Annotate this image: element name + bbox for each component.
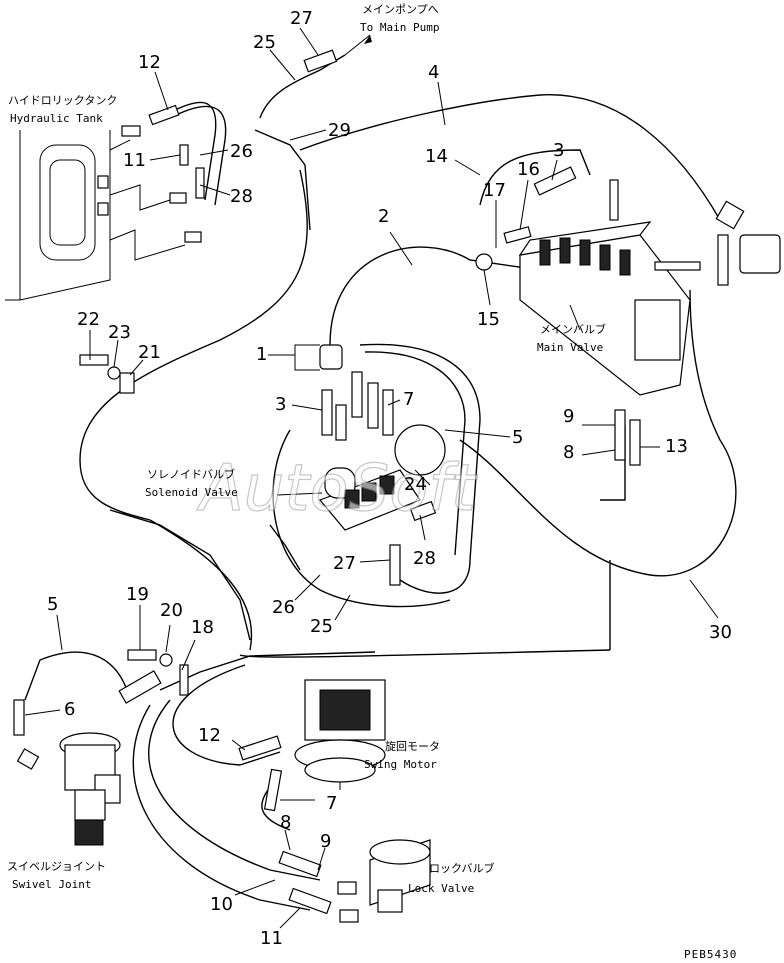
callout-6: 6 [64,699,75,720]
callout-16: 16 [517,159,540,180]
callout-25-top: 25 [253,32,276,53]
callout-11-bottom: 11 [260,928,283,949]
callout-26-mid: 26 [272,597,295,618]
solenoid-valve-en: Solenoid Valve [145,486,238,499]
callout-9-bottom: 9 [320,831,331,852]
lock-valve-ja: ロックバルブ [429,861,494,875]
callout-11-top: 11 [123,150,146,171]
callout-5-mid: 5 [512,427,523,448]
drawing-code: PEB5430 [684,948,737,961]
solenoid-valve [318,424,446,531]
main-valve-en: Main Valve [537,341,603,354]
callout-3-top: 3 [553,140,564,161]
hydraulic-tank-ja: ハイドロリックタンク [8,94,117,107]
callout-7-bottom: 7 [326,793,337,814]
swing-motor-en: Swing Motor [364,758,437,771]
callout-10: 10 [210,894,233,915]
callout-27-top: 27 [290,8,313,29]
main-valve [518,200,781,396]
leader-lines [24,27,719,929]
callout-8-right: 8 [563,442,574,463]
hydraulic-tank-en: Hydraulic Tank [10,112,103,125]
lock-valve-en: Lock Valve [408,882,474,895]
callout-7-mid: 7 [403,389,414,410]
hose-lines [24,54,737,911]
callout-13: 13 [665,436,688,457]
callout-24: 24 [404,474,427,495]
swivel-joint-ja: スイベルジョイント [7,860,106,873]
callout-30: 30 [709,622,732,643]
callout-19: 19 [126,584,149,605]
swing-motor [294,679,386,790]
hydraulic-tank [5,125,202,301]
spiral-guards [109,129,376,691]
callout-28-top: 28 [230,186,253,207]
callout-15: 15 [477,309,500,330]
pump-direction-arrow [344,34,372,56]
callout-18: 18 [191,617,214,638]
callout-3-mid: 3 [275,394,286,415]
callout-14: 14 [425,146,448,167]
callout-21: 21 [138,342,161,363]
callout-9-right: 9 [563,406,574,427]
swivel-joint [16,732,121,846]
fittings [13,49,729,915]
callout-28-mid: 28 [413,548,436,569]
callout-numbers: 27 25 12 4 29 14 3 16 17 11 26 28 2 15 2… [47,8,732,949]
callout-12-bottom: 12 [198,725,221,746]
callout-27-mid: 27 [333,553,356,574]
callout-20: 20 [160,600,183,621]
callout-8-bottom: 8 [280,812,291,833]
watermark: AutoSoft [196,452,479,526]
callout-5-left: 5 [47,594,58,615]
solenoid-valve-ja: ソレノイドバルブ [147,467,235,481]
callout-26-top: 26 [230,141,253,162]
lock-valve [337,839,431,923]
callout-23: 23 [108,322,131,343]
callout-2: 2 [378,206,389,227]
callout-22: 22 [77,309,100,330]
swing-motor-ja: 旋回モータ [385,739,440,753]
to-main-pump-en: To Main Pump [360,21,439,34]
callout-29: 29 [328,120,351,141]
to-main-pump-ja: メインポンプへ [362,3,439,16]
callout-17: 17 [483,180,506,201]
callout-4: 4 [428,62,439,83]
callout-25-mid: 25 [310,616,333,637]
main-valve-ja: メインバルブ [540,322,606,336]
callout-1: 1 [256,344,267,365]
swivel-joint-en: Swivel Joint [12,878,91,891]
callout-12-top: 12 [138,52,161,73]
